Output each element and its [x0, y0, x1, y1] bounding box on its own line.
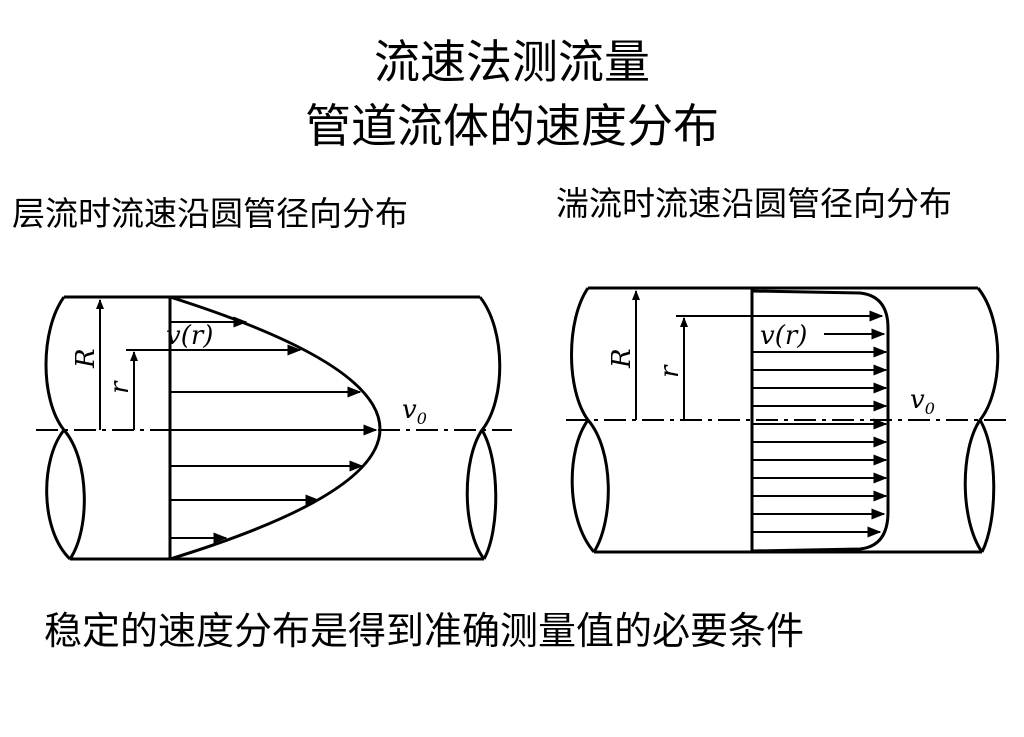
laminar-caption: 层流时流速沿圆管径向分布: [12, 194, 408, 233]
turbulent-r-label: r: [655, 364, 685, 378]
turbulent-pipe-outline: [570, 286, 1000, 554]
turbulent-v0-label: v0: [910, 385, 935, 418]
turbulent-pipe-diagram: [566, 286, 1012, 554]
laminar-radius-dimensions: [96, 299, 170, 430]
turbulent-velocity-arrows: [752, 310, 888, 538]
laminar-v0-symbol: v: [402, 395, 417, 425]
laminar-vr-label: v(r): [166, 321, 213, 351]
laminar-v0-subscript: 0: [417, 409, 427, 428]
laminar-pipe-diagram: [36, 295, 512, 561]
turbulent-caption: 湍流时流速沿圆管径向分布: [556, 184, 952, 223]
turbulent-v0-symbol: v: [910, 385, 925, 415]
laminar-r-label: r: [105, 380, 135, 394]
turbulent-R-label: R: [607, 348, 637, 369]
laminar-pipe-outline: [44, 295, 502, 561]
turbulent-v0-subscript: 0: [925, 399, 935, 418]
laminar-velocity-arrows: [170, 316, 378, 544]
turbulent-vr-label: v(r): [760, 321, 807, 351]
page-subtitle: 管道流体的速度分布: [305, 99, 719, 153]
laminar-v0-label: v0: [402, 395, 427, 428]
footer-statement: 稳定的速度分布是得到准确测量值的必要条件: [44, 609, 805, 653]
laminar-parabolic-profile: [169, 295, 382, 561]
laminar-R-label: R: [71, 348, 101, 369]
page-title: 流速法测流量: [374, 35, 650, 89]
turbulent-vr-label-backing: [758, 320, 822, 350]
turbulent-radius-dimensions: [632, 290, 752, 420]
turbulent-flat-profile: [751, 289, 890, 553]
